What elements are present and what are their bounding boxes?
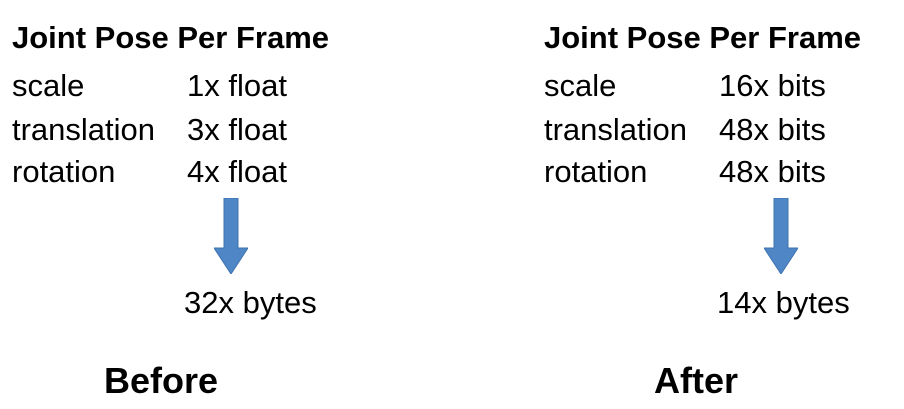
down-arrow-icon bbox=[764, 198, 798, 274]
before-panel: Joint Pose Per Frame scale 1x float tran… bbox=[12, 0, 412, 409]
row-name: translation bbox=[12, 112, 156, 147]
row-value: 4x float bbox=[187, 154, 287, 189]
row-name: rotation bbox=[544, 154, 648, 189]
row-value: 3x float bbox=[187, 112, 287, 147]
before-label: Before bbox=[104, 360, 219, 401]
before-heading: Joint Pose Per Frame bbox=[12, 20, 330, 55]
after-label: After bbox=[654, 360, 739, 401]
row-name: scale bbox=[544, 68, 617, 103]
row-name: scale bbox=[12, 68, 85, 103]
row-name: rotation bbox=[12, 154, 116, 189]
row-value: 1x float bbox=[187, 68, 287, 103]
before-result: 32x bytes bbox=[184, 285, 317, 320]
after-heading: Joint Pose Per Frame bbox=[544, 20, 862, 55]
row-value: 48x bits bbox=[719, 112, 826, 147]
after-result: 14x bytes bbox=[717, 285, 850, 320]
row-value: 48x bits bbox=[719, 154, 826, 189]
after-panel: Joint Pose Per Frame scale 16x bits tran… bbox=[544, 0, 904, 409]
row-value: 16x bits bbox=[719, 68, 826, 103]
row-name: translation bbox=[544, 112, 688, 147]
down-arrow-icon bbox=[214, 198, 248, 274]
